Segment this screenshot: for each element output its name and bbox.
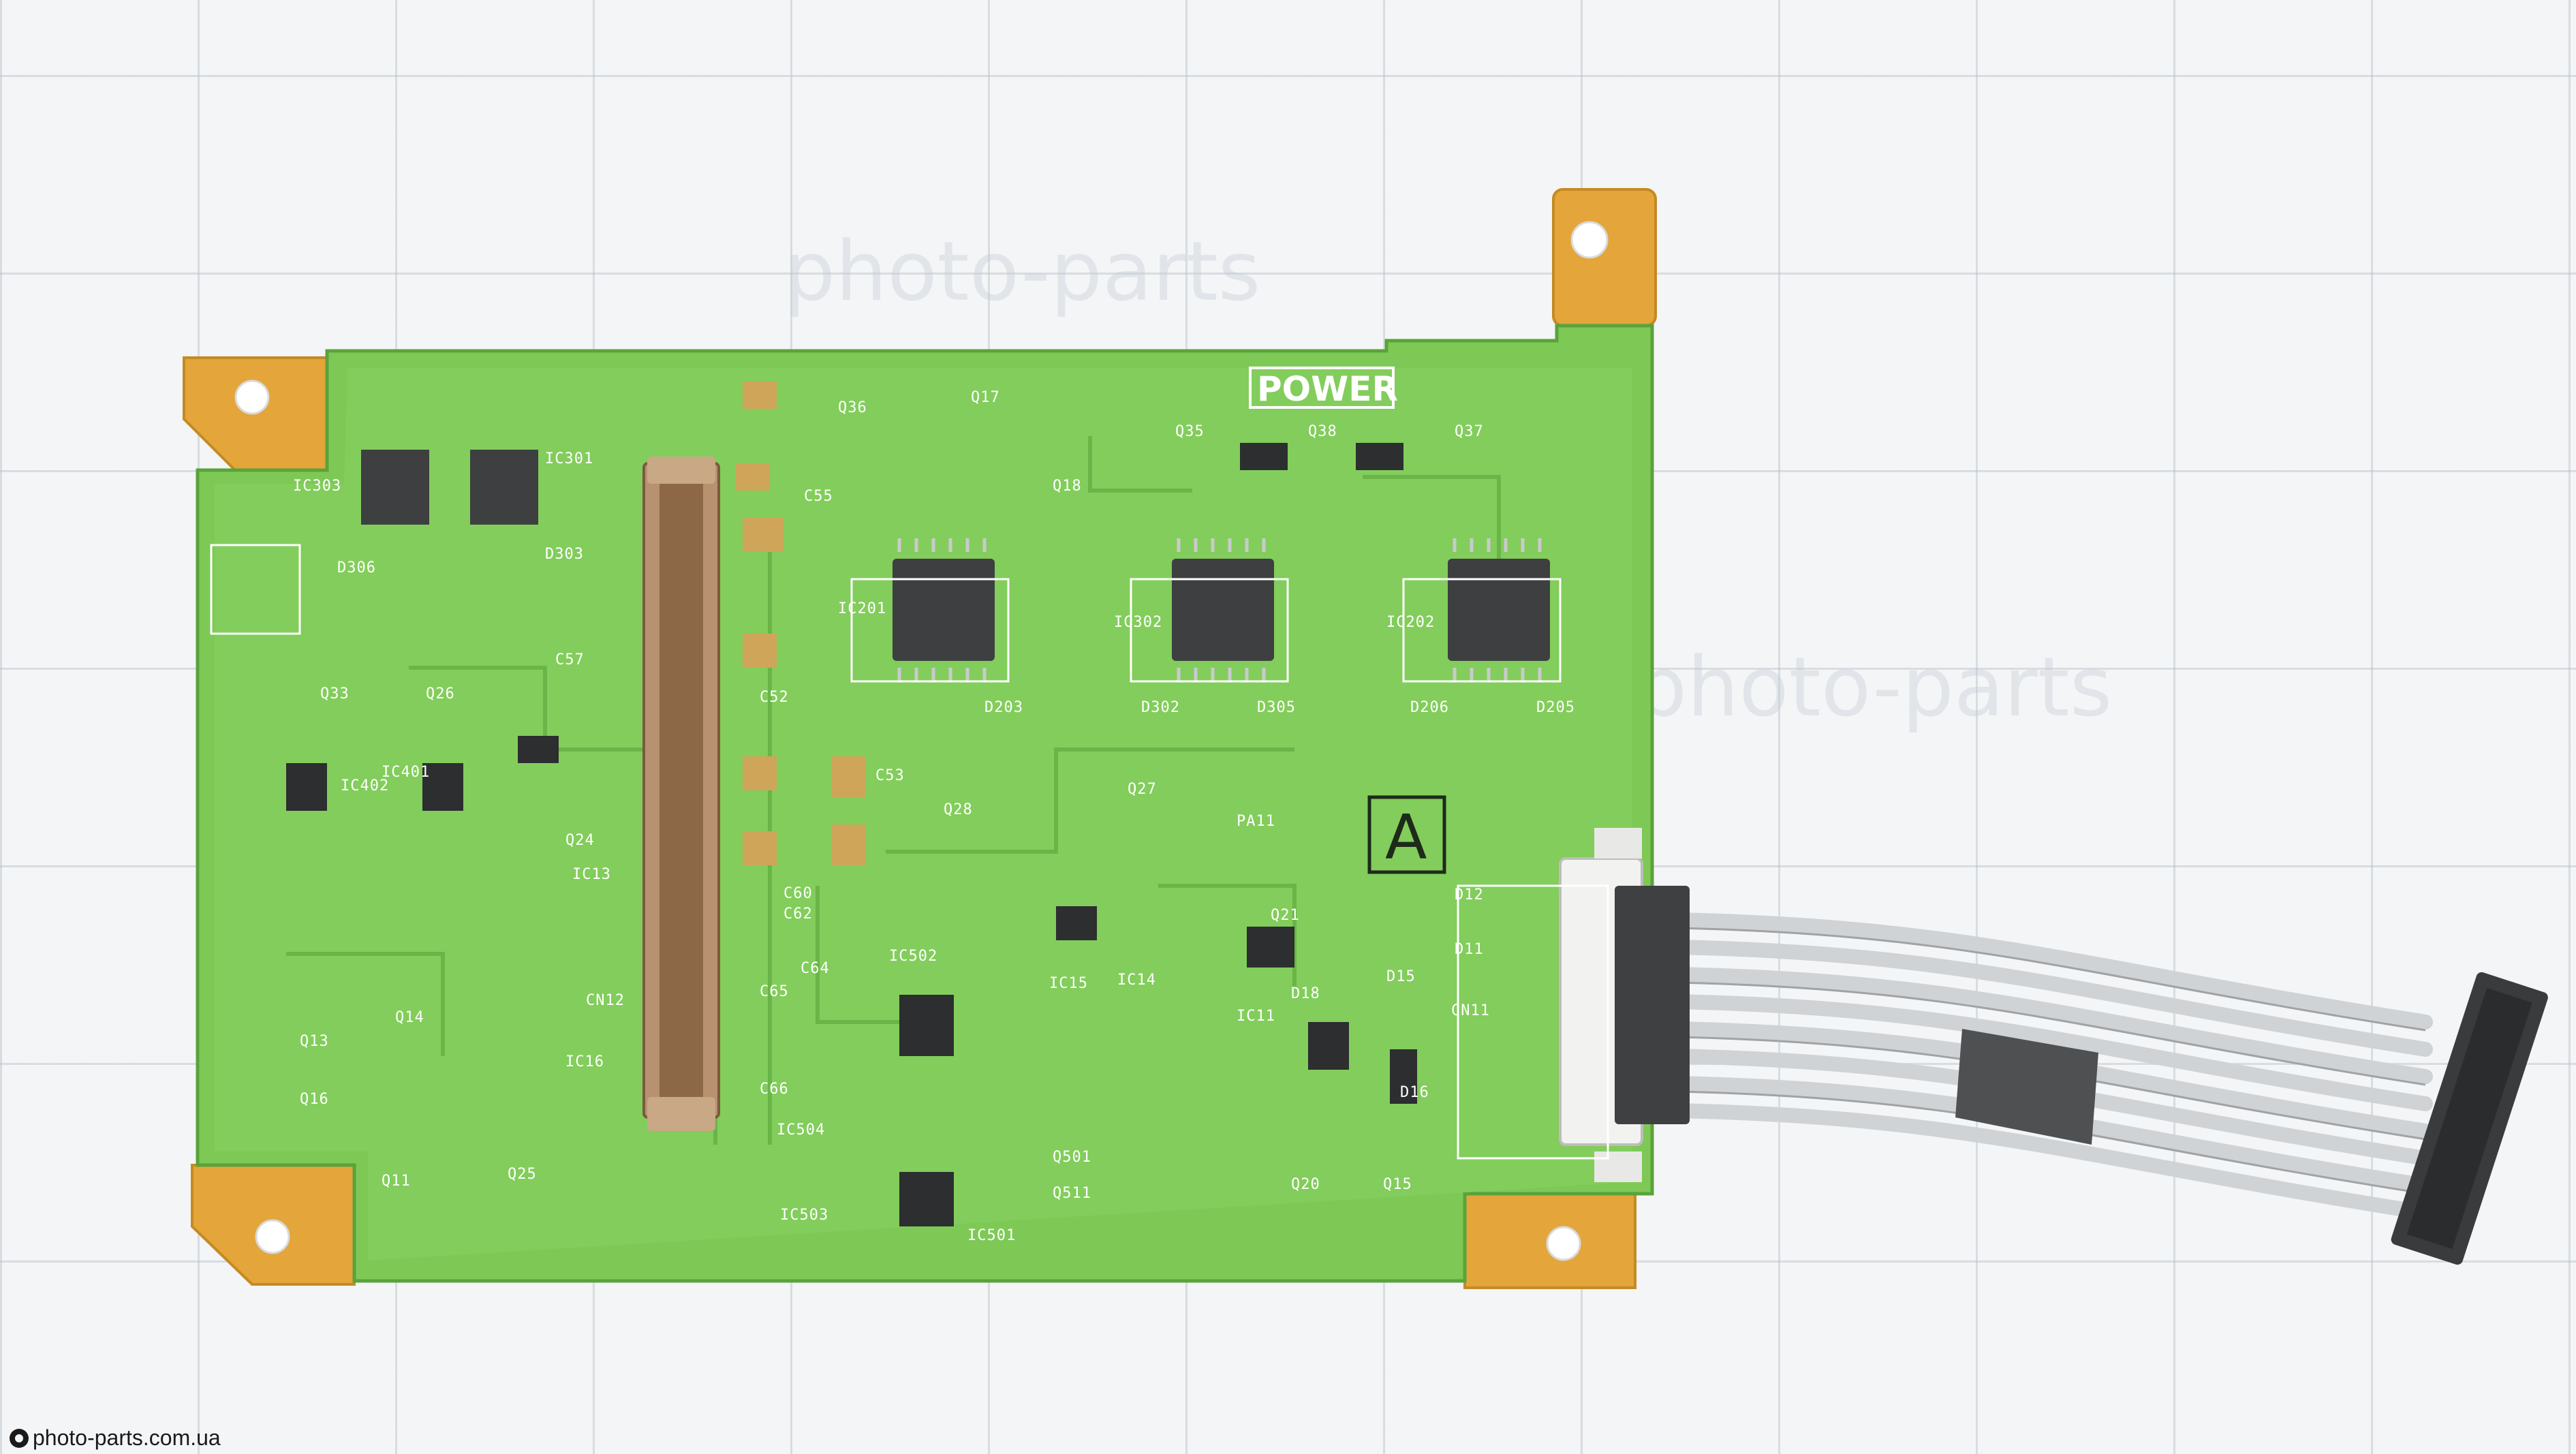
- cable-connector-cn11: [1559, 828, 1690, 1182]
- silk-label: IC303: [293, 478, 341, 495]
- silk-label: Q28: [944, 801, 973, 818]
- silk-label: C65: [760, 983, 789, 1000]
- silk-label: IC201: [838, 600, 886, 617]
- silk-label: CN12: [586, 992, 625, 1009]
- silk-outlines: [210, 544, 1609, 1160]
- silk-label: D11: [1455, 941, 1484, 958]
- silk-label: IC15: [1049, 975, 1088, 992]
- silk-label: D306: [337, 559, 376, 576]
- silk-label: Q17: [971, 389, 1000, 406]
- silk-label: IC13: [572, 866, 611, 883]
- silk-label: Q33: [320, 685, 350, 702]
- silk-label: IC402: [341, 777, 389, 794]
- silk-label: D303: [545, 546, 584, 563]
- silk-label: Q501: [1053, 1149, 1091, 1166]
- silk-label: D18: [1291, 985, 1320, 1002]
- silk-label: D302: [1141, 699, 1180, 716]
- silk-label: IC301: [545, 450, 593, 467]
- silk-label: C55: [804, 488, 833, 505]
- silk-label: Q511: [1053, 1185, 1091, 1202]
- silk-label: D16: [1400, 1084, 1429, 1101]
- silk-label: D205: [1536, 699, 1575, 716]
- silk-label: D203: [984, 699, 1023, 716]
- silk-label: D206: [1410, 699, 1449, 716]
- silk-label: Q14: [395, 1009, 424, 1026]
- silk-label: Q35: [1175, 423, 1205, 440]
- silk-label: Q27: [1128, 781, 1157, 798]
- silk-label: Q18: [1053, 478, 1082, 495]
- silk-label: Q20: [1291, 1176, 1320, 1193]
- variant-letter: A: [1385, 802, 1427, 873]
- silk-label: C60: [783, 885, 813, 902]
- silk-label: C66: [760, 1081, 789, 1098]
- silk-label: IC202: [1386, 614, 1435, 631]
- silk-label: IC14: [1117, 972, 1156, 989]
- smd-components: [286, 443, 1417, 1226]
- pcb-inner: [215, 368, 1632, 1260]
- silk-label: Q21: [1271, 907, 1300, 924]
- power-label-box: POWER: [1249, 367, 1398, 409]
- silk-label: Q37: [1455, 423, 1484, 440]
- silk-label: C57: [555, 651, 585, 668]
- silk-label: IC302: [1114, 614, 1162, 631]
- silk-label: D305: [1257, 699, 1296, 716]
- site-url: photo-parts.com.ua: [33, 1425, 221, 1450]
- silk-label: IC16: [565, 1053, 604, 1070]
- ic-chips-large: [361, 450, 1550, 661]
- silk-label: Q24: [565, 832, 595, 849]
- silk-label: Q13: [300, 1033, 329, 1050]
- cable-connector-end: [2391, 972, 2548, 1265]
- mounting-holes: [234, 221, 1609, 1261]
- silk-label: Q15: [1383, 1176, 1412, 1193]
- silk-label: D12: [1455, 886, 1484, 903]
- silk-label: IC11: [1237, 1008, 1275, 1025]
- silk-label: D15: [1386, 968, 1416, 985]
- silk-label: Q26: [426, 685, 455, 702]
- silk-label: Q36: [838, 399, 867, 416]
- ic-chip-pins: [897, 538, 1542, 681]
- silk-label: Q38: [1308, 423, 1337, 440]
- silk-label: C53: [875, 767, 905, 784]
- silk-label: PA11: [1237, 813, 1275, 830]
- silk-label: C62: [783, 906, 813, 923]
- silk-label: IC504: [777, 1122, 825, 1139]
- silk-label: C52: [760, 689, 789, 706]
- cable-tape: [1955, 1029, 2098, 1145]
- footer-credit: photo-parts.com.ua: [10, 1425, 221, 1451]
- silk-label: IC401: [382, 764, 430, 781]
- silk-label: Q16: [300, 1091, 329, 1108]
- silk-label: IC501: [967, 1227, 1016, 1244]
- passive-components: [736, 382, 865, 865]
- silk-label: C64: [801, 960, 830, 977]
- silk-label: IC502: [889, 948, 937, 965]
- silk-label: Q11: [382, 1173, 411, 1190]
- silk-label: IC503: [780, 1207, 828, 1224]
- silk-label: Q25: [508, 1166, 537, 1183]
- power-label: POWER: [1257, 369, 1398, 409]
- variant-letter-box: A: [1367, 795, 1446, 874]
- board-connector-cn12: [642, 457, 720, 1131]
- component-labels: IC303 IC301 IC201 IC302 IC202 IC402 IC40…: [293, 389, 1575, 1244]
- globe-icon: [10, 1428, 29, 1448]
